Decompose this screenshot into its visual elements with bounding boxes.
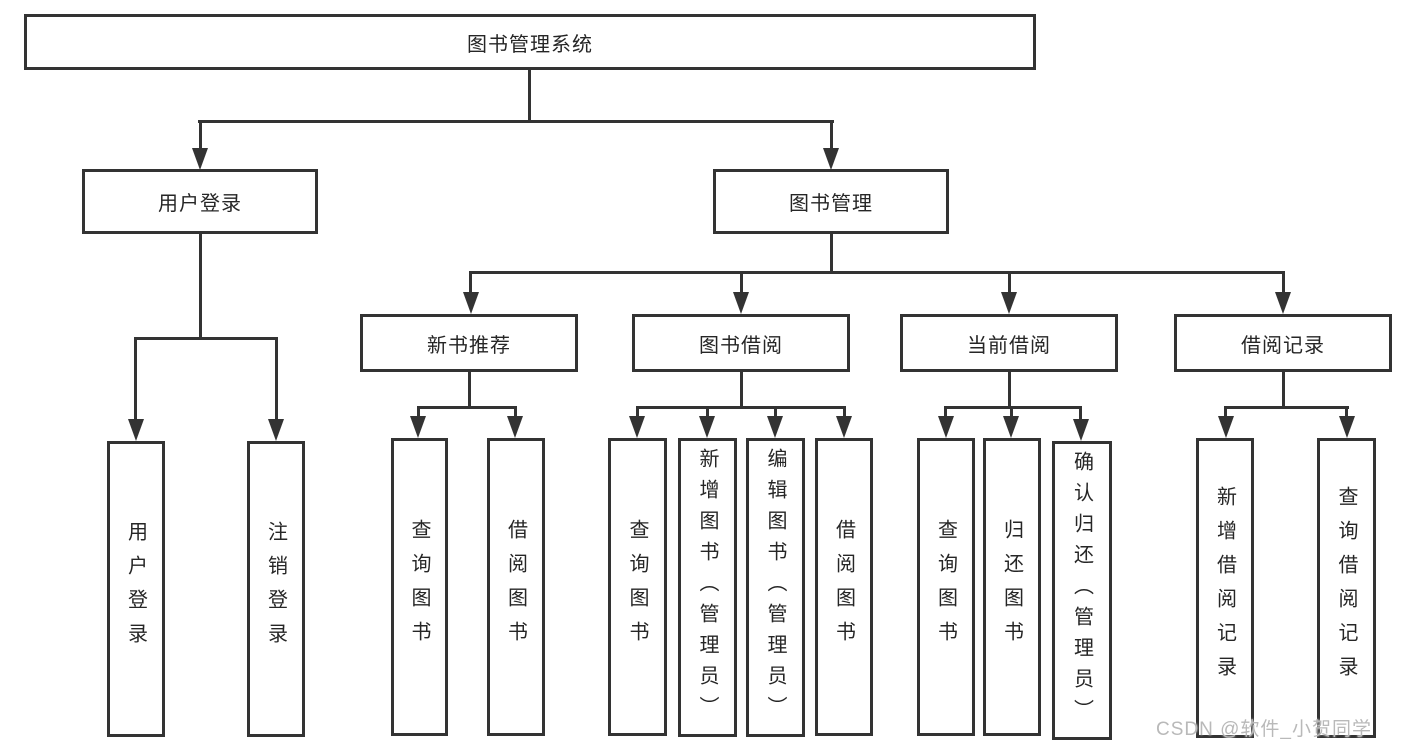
connector-nb-query-stem: [417, 406, 420, 416]
node-label: 借阅记录: [1241, 334, 1325, 357]
leaf-br-query-record: 查询借阅记录: [1317, 438, 1376, 738]
node-label: 用户登录: [158, 193, 242, 215]
connector-user-login-down: [199, 234, 202, 337]
leaf-bb-query-books: 查询图书: [608, 438, 667, 736]
connector-user-login-stem: [199, 120, 202, 148]
leaf-label: 用户登录: [124, 521, 147, 657]
node-new-book-recommend: 新书推荐: [360, 314, 578, 372]
node-user-login: 用户登录: [82, 169, 318, 234]
arrow-book-mgmt: [823, 148, 839, 170]
leaf-label: 确认归还（管理员）: [1070, 451, 1093, 730]
leaf-label: 查询图书: [408, 519, 430, 655]
connector-book-mgmt-stem: [830, 120, 833, 148]
connector-root-stem: [528, 70, 531, 120]
leaf-label: 新增图书（管理员）: [696, 448, 718, 727]
node-label: 图书借阅: [699, 334, 783, 357]
connector-leaf-logout-stem: [275, 337, 278, 419]
connector-book-borrow-down: [740, 372, 743, 406]
leaf-bb-edit-books-admin: 编辑图书（管理员）: [746, 438, 805, 737]
arrow-cb-confirm: [1073, 419, 1089, 441]
arrow-current-borrow: [1001, 292, 1017, 314]
leaf-label: 借阅图书: [504, 519, 527, 655]
node-current-borrowing: 当前借阅: [900, 314, 1118, 372]
leaf-label: 编辑图书（管理员）: [764, 448, 786, 727]
arrow-bb-borrow: [836, 416, 852, 438]
leaf-nb-borrow-books: 借阅图书: [487, 438, 545, 736]
arrow-new-books: [463, 292, 479, 314]
connector-borrow-records-down: [1282, 372, 1285, 406]
arrow-bb-query: [629, 416, 645, 438]
connector-bb-add-stem: [706, 406, 709, 416]
node-book-management: 图书管理: [713, 169, 949, 234]
connector-user-login-hline: [134, 337, 278, 340]
arrow-br-query: [1339, 416, 1355, 438]
connector-current-borrow-hline: [944, 406, 1082, 409]
leaf-user-login: 用户登录: [107, 441, 165, 737]
arrow-user-login: [192, 148, 208, 170]
connector-bb-query-stem: [636, 406, 639, 416]
node-library-management-system: 图书管理系统: [24, 14, 1036, 70]
leaf-bb-borrow-books: 借阅图书: [815, 438, 873, 736]
connector-cb-confirm-stem: [1079, 406, 1082, 419]
node-label: 新书推荐: [427, 334, 511, 357]
connector-root-hline: [198, 120, 834, 123]
csdn-watermark: CSDN @软件_小贺同学: [1156, 719, 1372, 740]
node-label: 图书管理: [789, 193, 873, 215]
leaf-logout: 注销登录: [247, 441, 305, 737]
arrow-book-borrow: [733, 292, 749, 314]
connector-new-books-stem: [469, 271, 472, 292]
arrow-cb-query: [938, 416, 954, 438]
connector-bb-borrow-stem: [843, 406, 846, 416]
connector-bb-edit-stem: [774, 406, 777, 416]
leaf-label: 注销登录: [264, 521, 287, 657]
leaf-cb-query-books: 查询图书: [917, 438, 975, 736]
connector-br-query-stem: [1345, 406, 1348, 416]
connector-nb-borrow-stem: [514, 406, 517, 416]
connector-book-borrow-hline: [636, 406, 846, 409]
leaf-label: 归还图书: [1000, 519, 1023, 655]
connector-current-borrow-down: [1008, 372, 1011, 406]
arrow-br-add: [1218, 416, 1234, 438]
arrow-bb-edit: [767, 416, 783, 438]
leaf-label: 查询图书: [934, 519, 957, 655]
connector-new-books-down: [468, 372, 471, 406]
arrow-borrow-records: [1275, 292, 1291, 314]
arrow-cb-return: [1003, 416, 1019, 438]
leaf-bb-add-books-admin: 新增图书（管理员）: [678, 438, 737, 737]
leaf-label: 新增借阅记录: [1213, 486, 1236, 690]
connector-br-add-stem: [1224, 406, 1227, 416]
connector-book-borrow-stem: [740, 271, 743, 292]
leaf-label: 查询借阅记录: [1335, 486, 1357, 690]
connector-cb-query-stem: [944, 406, 947, 416]
connector-borrow-records-hline: [1224, 406, 1349, 409]
leaf-label: 查询图书: [626, 519, 648, 655]
connector-book-mgmt-down: [830, 234, 833, 271]
arrow-bb-add: [699, 416, 715, 438]
leaf-label: 借阅图书: [832, 519, 855, 655]
connector-book-mgmt-hline: [469, 271, 1285, 274]
connector-current-borrow-stem: [1008, 271, 1011, 292]
connector-cb-return-stem: [1010, 406, 1013, 416]
arrow-leaf-login: [128, 419, 144, 441]
node-borrowing-records: 借阅记录: [1174, 314, 1392, 372]
leaf-br-add-record: 新增借阅记录: [1196, 438, 1254, 738]
leaf-cb-confirm-return-admin: 确认归还（管理员）: [1052, 441, 1112, 740]
leaf-cb-return-books: 归还图书: [983, 438, 1041, 736]
node-book-borrowing: 图书借阅: [632, 314, 850, 372]
node-label: 当前借阅: [967, 334, 1051, 357]
arrow-nb-borrow: [507, 416, 523, 438]
connector-new-books-hline: [417, 406, 517, 409]
connector-borrow-records-stem: [1282, 271, 1285, 292]
leaf-nb-query-books: 查询图书: [391, 438, 448, 736]
node-label: 图书管理系统: [467, 33, 593, 56]
arrow-nb-query: [410, 416, 426, 438]
connector-leaf-login-stem: [134, 337, 137, 419]
arrow-leaf-logout: [268, 419, 284, 441]
